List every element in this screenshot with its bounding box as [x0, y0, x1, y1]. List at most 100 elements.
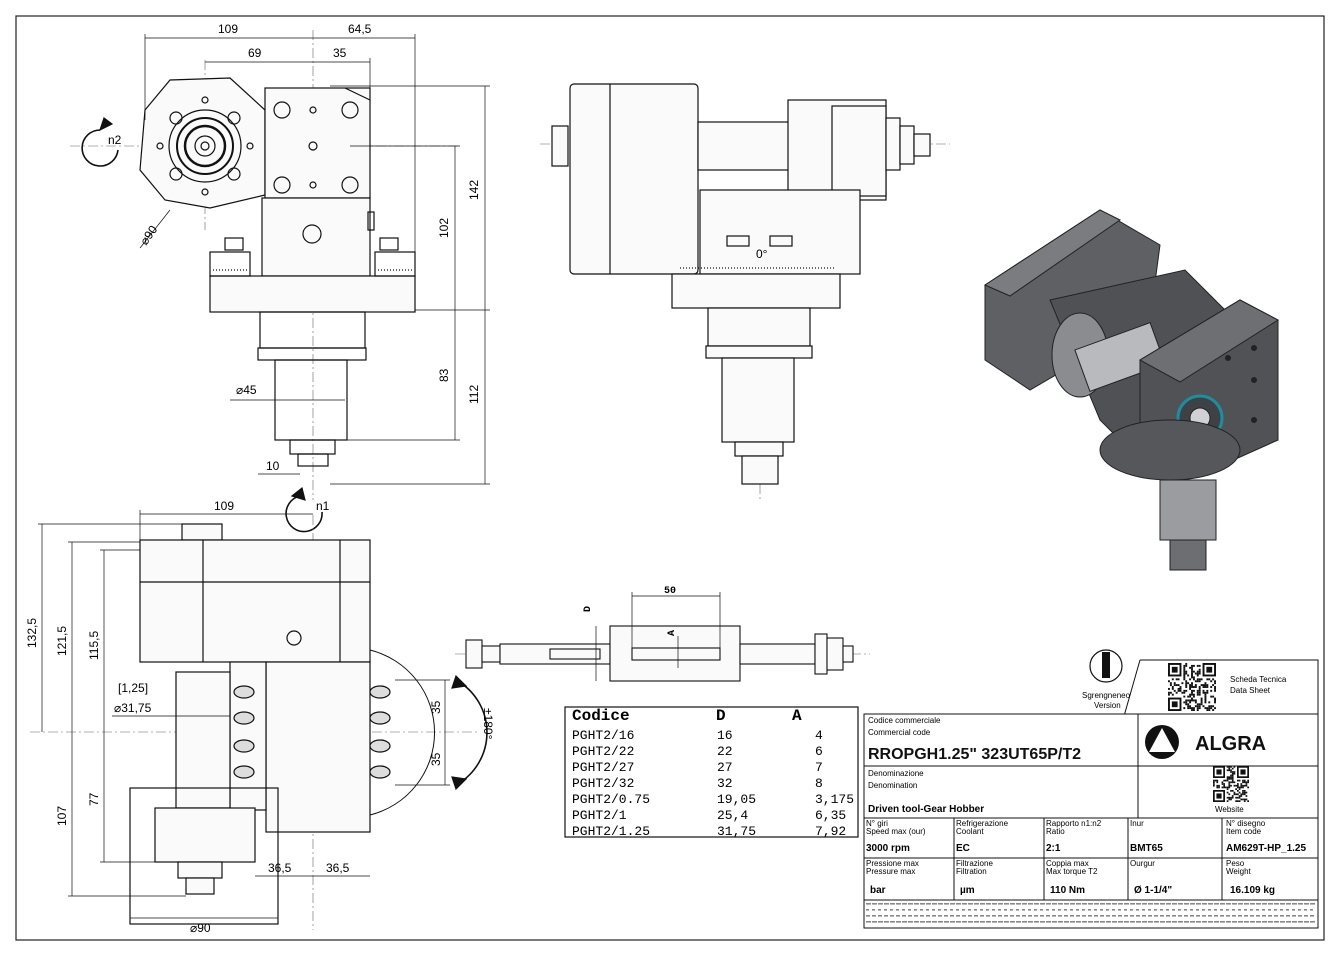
cell-label-it: Ourgur — [1130, 859, 1155, 868]
hob-table-header-2: A — [792, 707, 802, 725]
cell-value: 2:1 — [1046, 843, 1061, 854]
hob-table-cell: 8 — [815, 776, 823, 791]
top-view-dimensions — [139, 34, 490, 485]
dim-50: 50 — [664, 586, 676, 597]
arbor-dimensions — [595, 592, 721, 681]
hob-table-cell: 7,92 — [815, 824, 846, 839]
sheet-border — [15, 15, 1325, 941]
qr-code-website — [1213, 766, 1249, 802]
cell-value: bar — [870, 885, 886, 896]
hob-table-cell: 25,4 — [717, 808, 748, 823]
front-view — [30, 515, 488, 930]
datasheet-label-2: Data Sheet — [1230, 686, 1271, 695]
dim-36-5-right: 36,5 — [326, 861, 350, 875]
cell-value: 16.109 kg — [1230, 885, 1275, 896]
cell-value: µm — [960, 885, 975, 896]
hob-table-header-1: D — [716, 707, 726, 725]
top-view-dim-text: 109 64,5 69 35 142 102 83 112 ⌀45 10 ⌀90… — [108, 22, 481, 513]
cell-value: 110 Nm — [1050, 885, 1085, 896]
hob-table-cell: PGHT2/1.25 — [572, 824, 650, 839]
cell-label-en: Speed max (our) — [866, 827, 926, 836]
hob-table-cell: PGHT2/16 — [572, 728, 634, 743]
coolant-version-icon — [1089, 649, 1123, 683]
cell-value: Ø 1-1/4" — [1134, 885, 1172, 896]
dim-35-upper: 35 — [429, 700, 443, 714]
dim-83: 83 — [437, 368, 451, 382]
hob-table — [564, 706, 859, 838]
cell-value: BMT65 — [1130, 843, 1163, 854]
website-label: Website — [1215, 805, 1244, 814]
algra-logo-text: ALGRA — [1195, 733, 1266, 755]
isometric-render — [983, 209, 1279, 571]
hob-table-cell: 32 — [717, 776, 733, 791]
cell-label-it: N° disegno — [1226, 819, 1266, 828]
front-view-dimensions — [38, 510, 450, 919]
cell-value: AM629T-HP_1.25 — [1226, 843, 1306, 854]
dim-36-5-left: 36,5 — [268, 861, 292, 875]
cell-label-en: Coolant — [956, 827, 984, 836]
side-view — [540, 83, 950, 500]
hob-table-cell: 6 — [815, 744, 823, 759]
front-view-dim-text: 109 132,5 121,5 115,5 [1,25] ⌀31,75 77 1… — [25, 499, 495, 935]
dim-rotation-180: ±180° — [481, 708, 495, 740]
top-view — [70, 30, 460, 533]
cell-label-en: Max torque T2 — [1046, 867, 1098, 876]
dim-112: 112 — [467, 385, 481, 404]
hob-table-cell: PGHT2/1 — [572, 808, 627, 823]
commercial-code-value: RROPGH1.25" 323UT65P/T2 — [868, 746, 1081, 763]
cell-value: EC — [956, 843, 970, 854]
cell-label-it: Pressione max — [866, 859, 919, 868]
commercial-code-label-en: Commercial code — [868, 728, 931, 737]
hob-table-cell: 4 — [815, 728, 823, 743]
sgrassaggio-label-1: Sgrengneneo — [1082, 691, 1131, 700]
disclaimer-microtext — [866, 903, 1315, 923]
dim-109-front: 109 — [214, 499, 234, 513]
title-block — [863, 659, 1319, 929]
datasheet-label-1: Scheda Tecnica — [1230, 675, 1287, 684]
commercial-code-label-it: Codice commerciale — [868, 716, 941, 725]
qr-code-datasheet — [1168, 663, 1216, 711]
hob-table-cell: 3,175 — [815, 792, 854, 807]
hob-table-cell: PGHT2/0.75 — [572, 792, 650, 807]
dim-diam-45: ⌀45 — [236, 383, 257, 397]
cell-label-it: Rapporto n1:n2 — [1046, 819, 1102, 828]
hob-table-header-0: Codice — [572, 707, 630, 725]
cell-label-en: Item code — [1226, 827, 1262, 836]
dim-107: 107 — [55, 806, 69, 826]
cell-label-it: Peso — [1226, 859, 1245, 868]
hob-table-cell: PGHT2/32 — [572, 776, 634, 791]
dim-77: 77 — [87, 792, 101, 806]
dim-142: 142 — [467, 180, 481, 200]
dim-115-5: 115,5 — [87, 631, 101, 660]
dim-109-top: 109 — [218, 22, 238, 36]
dim-102: 102 — [437, 218, 451, 238]
cell-label-en: Pressure max — [866, 867, 915, 876]
cell-label-it: N° giri — [866, 819, 888, 828]
dim-10: 10 — [266, 459, 280, 473]
cell-value: 3000 rpm — [866, 843, 910, 854]
cell-label-it: Filtrazione — [956, 859, 993, 868]
dim-69: 69 — [248, 46, 262, 60]
dim-35-lower: 35 — [429, 752, 443, 766]
dim-64-5: 64,5 — [348, 22, 372, 36]
label-n1: n1 — [316, 499, 330, 513]
hob-table-cell: 7 — [815, 760, 823, 775]
cell-label-en: Weight — [1226, 867, 1252, 876]
dim-A: A — [667, 630, 678, 636]
dim-D: D — [583, 606, 594, 612]
denomination-label-en: Denomination — [868, 781, 917, 790]
cell-label-it: Coppia max — [1046, 859, 1089, 868]
hob-table-cell: 27 — [717, 760, 733, 775]
hob-table-cell: 6,35 — [815, 808, 846, 823]
denomination-label-it: Denominazione — [868, 769, 924, 778]
hob-table-cell: 16 — [717, 728, 733, 743]
dim-35-top: 35 — [333, 46, 347, 60]
denomination-value: Driven tool-Gear Hobber — [868, 804, 984, 815]
cell-label-it: Inur — [1130, 819, 1144, 828]
label-n2: n2 — [108, 133, 122, 147]
arbor-view — [455, 625, 870, 682]
sgrassaggio-label-2: Version — [1094, 701, 1121, 710]
dim-diam-90-front: ⌀90 — [190, 921, 211, 935]
hob-table-cell: 22 — [717, 744, 733, 759]
